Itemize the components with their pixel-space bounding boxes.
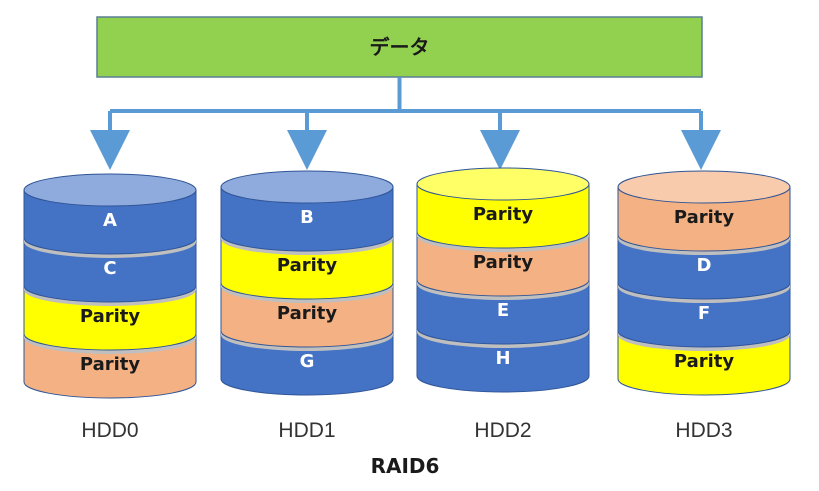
- segment-label: A: [103, 210, 117, 231]
- segment-hdd3-0: Parity: [617, 170, 791, 255]
- segment-label: Parity: [473, 204, 534, 225]
- segment-label: H: [495, 348, 510, 369]
- diagram-title: RAID6: [371, 454, 440, 478]
- segment-hdd0-0: A: [23, 173, 197, 258]
- segment-hdd1-0: B: [220, 170, 394, 255]
- data-box: [96, 16, 703, 78]
- segment-label: Parity: [80, 306, 141, 327]
- disk-array: ParityParityCAGParityParityBHEParityPari…: [23, 167, 791, 399]
- segment-label: Parity: [674, 207, 735, 228]
- disk-label-hdd3: HDD3: [675, 419, 732, 442]
- segment-label: D: [697, 255, 712, 276]
- segment-label: Parity: [277, 303, 338, 324]
- data-box-label: データ: [370, 35, 430, 59]
- segment-label: E: [497, 300, 509, 321]
- segment-hdd2-0: Parity: [416, 167, 590, 252]
- segment-label: Parity: [80, 354, 141, 375]
- segment-label: Parity: [473, 252, 534, 273]
- disk-label-hdd2: HDD2: [474, 419, 531, 442]
- segment-label: B: [300, 207, 314, 228]
- segment-label: C: [103, 258, 116, 279]
- segment-label: Parity: [674, 351, 735, 372]
- segment-label: G: [300, 351, 315, 372]
- disk-label-hdd1: HDD1: [278, 419, 335, 442]
- segment-label: F: [698, 303, 710, 324]
- connector-arrows: [90, 77, 721, 170]
- segment-label: Parity: [277, 255, 338, 276]
- disk-label-hdd0: HDD0: [81, 419, 138, 442]
